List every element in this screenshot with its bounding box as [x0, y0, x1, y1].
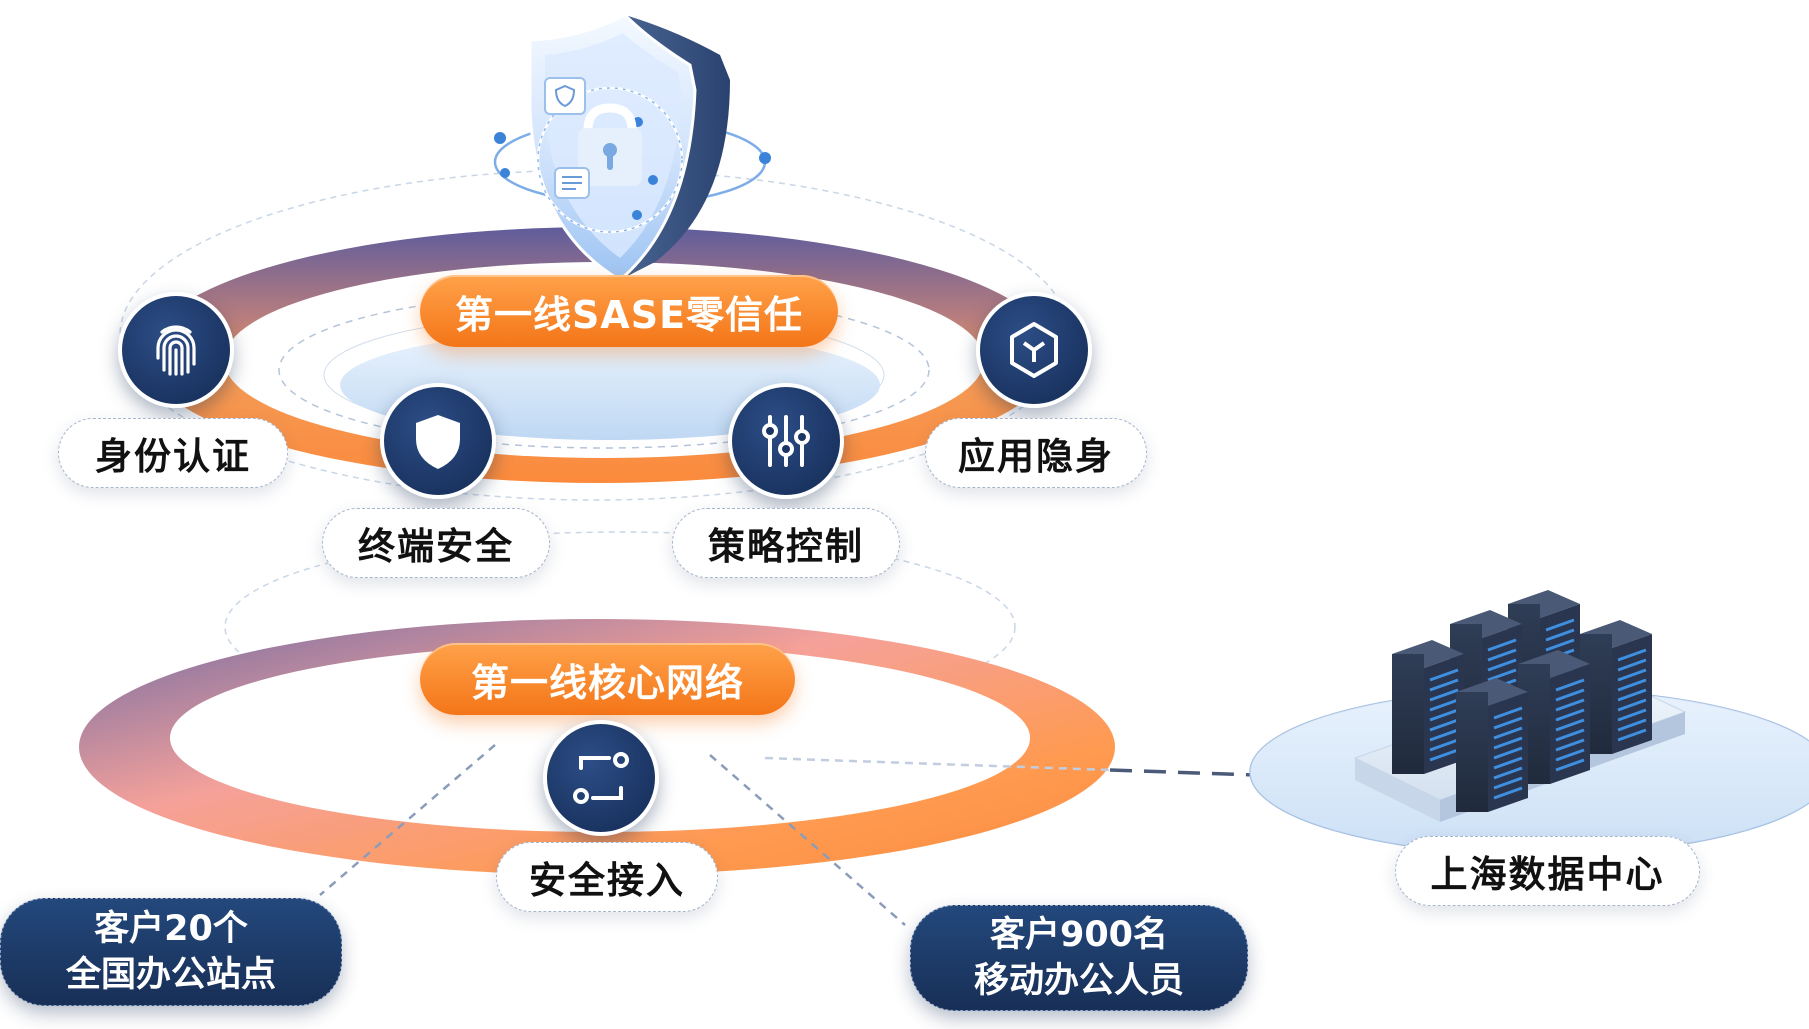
- feature-label-policy-text: 策略控制: [708, 525, 864, 568]
- mobile-staff-line2: 移动办公人员: [973, 961, 1184, 1001]
- feature-label-app-hiding: 应用隐身: [925, 418, 1147, 488]
- shield-lock-graphic: [493, 13, 771, 282]
- fingerprint-icon: [118, 292, 234, 408]
- office-sites-badge: 客户20个 全国办公站点: [0, 898, 342, 1006]
- datacenter-graphic: [1249, 590, 1809, 856]
- sliders-icon: [728, 383, 844, 499]
- datacenter-link: [764, 756, 1256, 777]
- feature-label-app-hiding-text: 应用隐身: [958, 435, 1114, 478]
- office-sites-line2: 全国办公站点: [65, 955, 276, 995]
- feature-label-endpoint: 终端安全: [322, 508, 550, 578]
- core-ring-label-text: 第一线核心网络: [470, 660, 744, 705]
- feature-label-identity: 身份认证: [58, 418, 288, 488]
- access-icon: [543, 720, 659, 836]
- core-ring-label: 第一线核心网络: [420, 643, 795, 715]
- cube-icon: [976, 292, 1092, 408]
- datacenter-label: 上海数据中心: [1395, 836, 1700, 906]
- sase-ring-label-text: 第一线SASE零信任: [454, 292, 804, 337]
- datacenter-label-text: 上海数据中心: [1430, 853, 1665, 896]
- sase-ring-label: 第一线SASE零信任: [420, 275, 838, 347]
- office-sites-line1: 客户20个: [94, 909, 248, 949]
- feature-label-secure-access-text: 安全接入: [529, 859, 685, 902]
- connector-lines: [319, 744, 906, 926]
- mobile-staff-line1: 客户900名: [989, 915, 1169, 955]
- feature-label-policy: 策略控制: [672, 508, 900, 578]
- mobile-staff-badge: 客户900名 移动办公人员: [910, 905, 1248, 1011]
- feature-label-secure-access: 安全接入: [496, 842, 718, 912]
- feature-label-endpoint-text: 终端安全: [358, 525, 514, 568]
- feature-label-identity-text: 身份认证: [95, 435, 251, 478]
- shield-icon: [380, 383, 496, 499]
